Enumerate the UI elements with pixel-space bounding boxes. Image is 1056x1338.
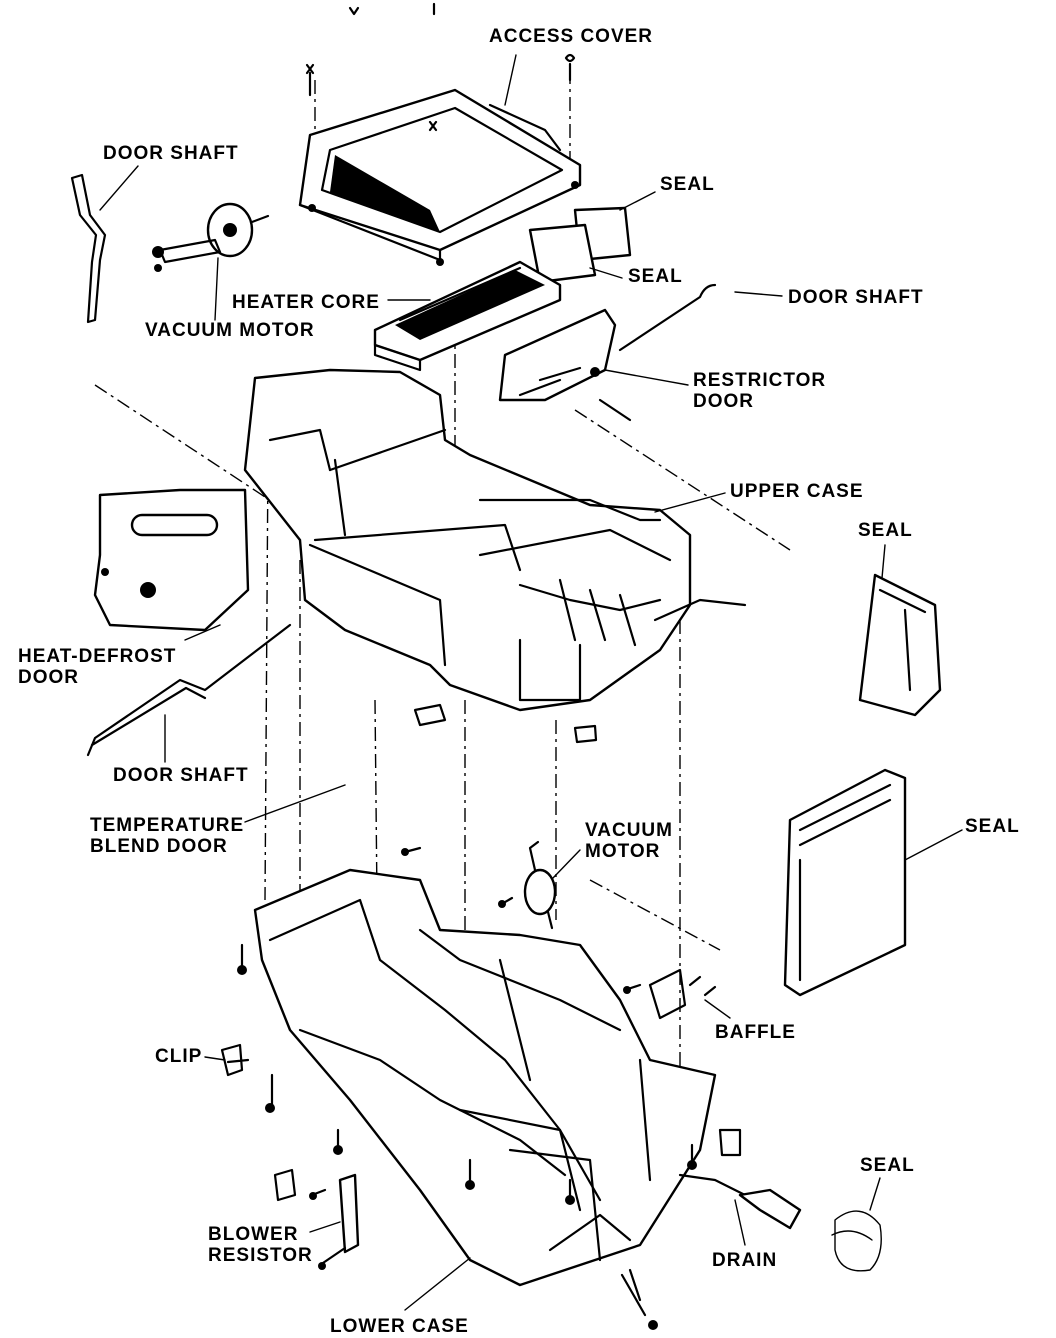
label-heat-defrost: HEAT-DEFROST xyxy=(18,646,177,667)
label-door-shaft-right: DOOR SHAFT xyxy=(788,287,924,308)
label-seal-drain: SEAL xyxy=(860,1155,915,1176)
label-access-cover: ACCESS COVER xyxy=(489,26,654,47)
label-restrictor: RESTRICTOR xyxy=(693,370,827,391)
vacuum-motor-part-1 xyxy=(152,202,270,272)
seal-top-parts xyxy=(528,206,632,284)
upper-case-part xyxy=(243,368,747,712)
heater-core-part xyxy=(373,260,562,372)
baffle-part xyxy=(648,968,717,1020)
label-blend-door: BLEND DOOR xyxy=(90,836,228,857)
lower-case-part xyxy=(253,868,717,1287)
label-drain: DRAIN xyxy=(712,1250,778,1271)
restrictor-door-part xyxy=(498,308,632,422)
blower-resistor-part xyxy=(273,1168,360,1270)
door-shaft-part-3 xyxy=(86,623,292,757)
label-restrictor-door: DOOR xyxy=(693,391,754,412)
label-blower: BLOWER xyxy=(208,1224,299,1245)
label-baffle: BAFFLE xyxy=(715,1022,796,1043)
label-motor: MOTOR xyxy=(585,841,661,862)
label-lower-case: LOWER CASE xyxy=(330,1316,469,1337)
label-resistor: RESISTOR xyxy=(208,1245,313,1266)
label-upper-case: UPPER CASE xyxy=(730,481,864,502)
label-vacuum: VACUUM xyxy=(585,820,673,841)
screws xyxy=(237,2,742,1330)
label-clip: CLIP xyxy=(155,1046,203,1067)
seal-panel-part xyxy=(783,768,907,997)
door-shaft-part-2 xyxy=(618,283,717,352)
access-cover-part xyxy=(298,53,582,266)
label-temperature: TEMPERATURE xyxy=(90,815,245,836)
heat-defrost-door-part xyxy=(93,488,250,632)
door-shaft-part-1 xyxy=(70,173,107,324)
seal-right-part xyxy=(858,573,942,717)
seal-drain-part xyxy=(831,1210,882,1272)
label-vacuum-motor-top: VACUUM MOTOR xyxy=(145,320,315,341)
label-seal-panel: SEAL xyxy=(965,816,1020,837)
label-heater-core: HEATER CORE xyxy=(232,292,380,313)
label-door-shaft-top: DOOR SHAFT xyxy=(103,143,239,164)
label-seal-top: SEAL xyxy=(660,174,715,195)
label-seal-right: SEAL xyxy=(858,520,913,541)
label-seal-heater: SEAL xyxy=(628,266,683,287)
label-door-shaft-lower: DOOR SHAFT xyxy=(113,765,249,786)
drain-part xyxy=(678,1173,802,1230)
label-heat-defrost-door: DOOR xyxy=(18,667,79,688)
leader-lines xyxy=(99,54,963,1311)
clip-part xyxy=(220,1043,250,1077)
vacuum-motor-part-2 xyxy=(523,840,557,930)
